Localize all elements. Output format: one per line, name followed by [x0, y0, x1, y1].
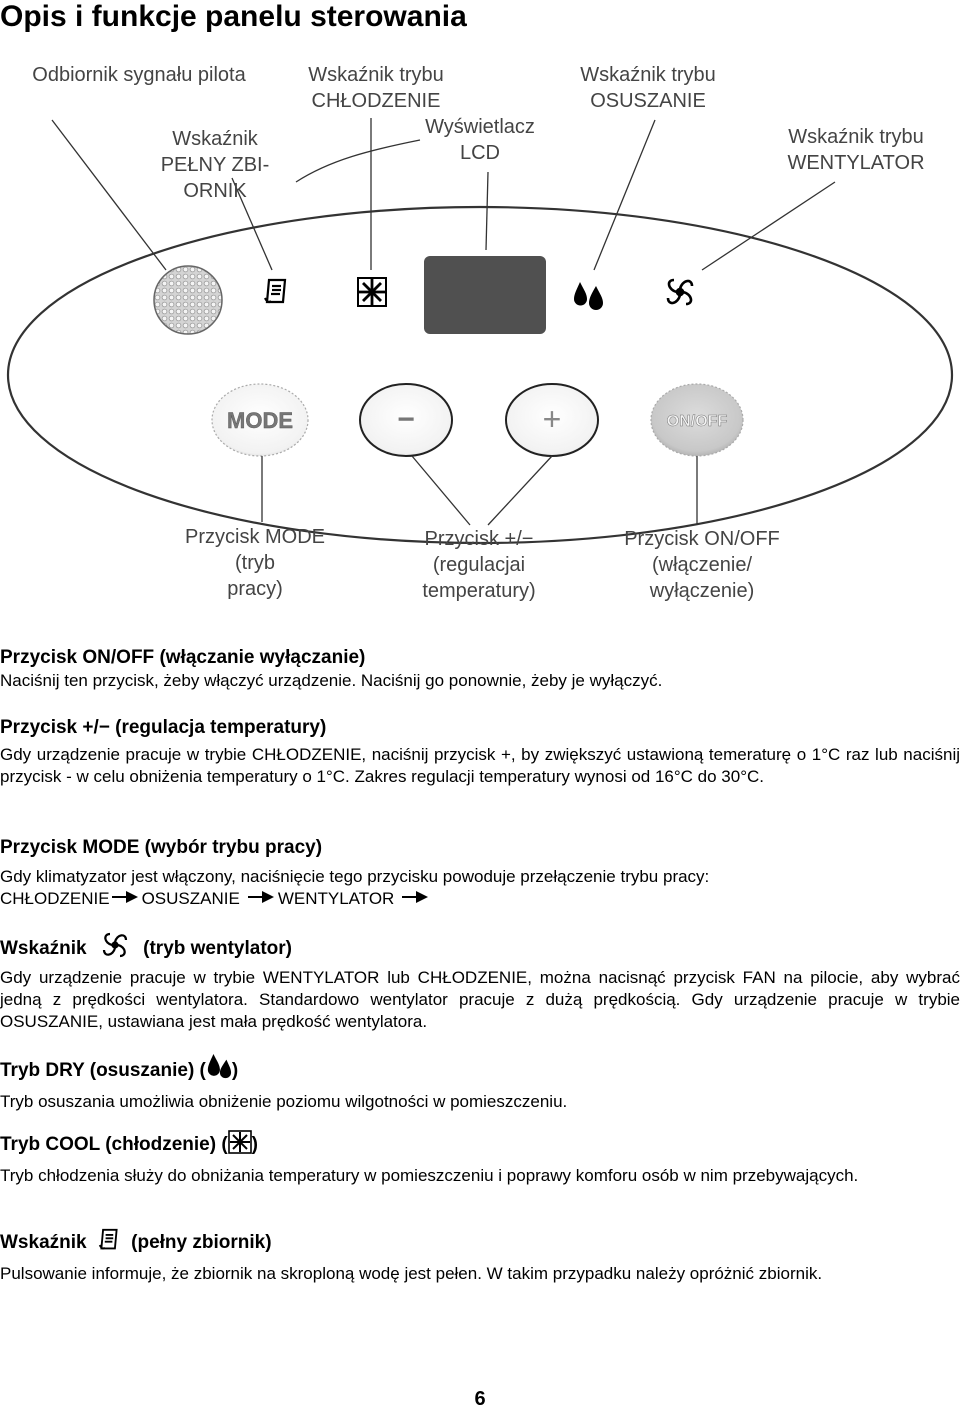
section-temp-heading: Przycisk +/− (regulacja temperatury) [0, 717, 327, 738]
section-onoff-heading: Przycisk ON/OFF (włączanie wyłączanie) [0, 647, 366, 668]
section-fan: Wskaźnik (tryb wentylator) Gdy urządzeni… [0, 932, 960, 1033]
section-mode-heading: Przycisk MODE (wybór trybu pracy) [0, 837, 323, 858]
lcd-display [424, 256, 546, 334]
label-mode-button: Przycisk MODE (tryb pracy) [185, 526, 325, 600]
snowflake-icon [227, 1130, 252, 1154]
label-remote-receiver: Odbiornik sygnału pilota [32, 64, 246, 86]
label-lcd: Wyświetlacz LCD [425, 116, 535, 164]
section-onoff: Przycisk ON/OFF (włączanie wyłączanie) N… [0, 646, 960, 692]
section-cool-heading: Tryb COOL (chłodzenie) () [0, 1130, 960, 1157]
drops-icon [574, 282, 603, 310]
label-temp-buttons: Przycisk +/− (regulacjai temperatury) [422, 528, 536, 602]
fan-icon [102, 932, 127, 958]
receiver-icon [153, 265, 223, 335]
mode-button[interactable] [211, 383, 309, 457]
arrow-right-icon [111, 891, 138, 903]
section-fan-heading: Wskaźnik (tryb wentylator) [0, 932, 960, 961]
plus-button-label: + [543, 401, 562, 437]
page-number: 6 [474, 1388, 486, 1410]
section-tank-body: Pulsowanie informuje, że zbiornik na skr… [0, 1264, 823, 1283]
drops-icon [207, 1054, 231, 1079]
full-tank-icon [264, 278, 287, 304]
fan-icon [666, 278, 694, 306]
snowflake-icon [357, 277, 387, 307]
flow-dry: OSUSZANIE [141, 889, 240, 908]
arrow-right-icon [402, 891, 429, 903]
label-cool-mode: Wskaźnik trybu CHŁODZENIE [308, 64, 444, 112]
section-tank: Wskaźnik (pełny zbiornik) Pulsowanie inf… [0, 1228, 960, 1285]
label-dry-mode: Wskaźnik trybu OSUSZANIE [580, 64, 716, 112]
panel-outline [6, 205, 954, 545]
full-tank-icon [98, 1228, 118, 1250]
mode-button-label: MODE [227, 408, 293, 433]
section-temp-body: Gdy urządzenie pracuje w trybie CHŁODZEN… [0, 745, 960, 786]
onoff-button-label: ON/OFF [667, 413, 728, 430]
label-fan-mode: Wskaźnik trybu WENTYLATOR [787, 126, 925, 174]
section-cool: Tryb COOL (chłodzenie) () Tryb chłodzeni… [0, 1130, 960, 1187]
page-title: Opis i funkcje panelu sterowania [0, 0, 467, 33]
mode-flow: CHŁODZENIE OSUSZANIE WENTYLATOR [0, 888, 960, 910]
label-full-tank: Wskaźnik PEŁNY ZBI- ORNIK [160, 128, 270, 202]
label-onoff-button: Przycisk ON/OFF (włączenie/ wyłączenie) [624, 528, 780, 602]
arrow-right-icon [247, 891, 274, 903]
section-dry-heading: Tryb DRY (osuszanie) () [0, 1054, 960, 1083]
section-onoff-body: Naciśnij ten przycisk, żeby włączyć urzą… [0, 671, 663, 690]
section-mode: Przycisk MODE (wybór trybu pracy) Gdy kl… [0, 836, 960, 910]
minus-button[interactable] [359, 383, 453, 457]
section-dry: Tryb DRY (osuszanie) () Tryb osuszania u… [0, 1054, 960, 1113]
section-dry-body: Tryb osuszania umożliwia obniżenie pozio… [0, 1092, 568, 1111]
section-fan-body: Gdy urządzenie pracuje w trybie WENTYLAT… [0, 968, 960, 1031]
section-mode-body: Gdy klimatyzator jest włączony, naciśnię… [0, 867, 710, 886]
section-tank-heading: Wskaźnik (pełny zbiornik) [0, 1228, 960, 1255]
flow-fan: WENTYLATOR [277, 889, 395, 908]
control-panel-diagram: MODE − + ON/OFF [6, 118, 954, 545]
section-temp: Przycisk +/− (regulacja temperatury) Gdy… [0, 716, 960, 788]
section-cool-body: Tryb chłodzenia służy do obniżania tempe… [0, 1166, 859, 1185]
minus-button-label: − [397, 403, 415, 436]
flow-cool: CHŁODZENIE [0, 889, 110, 908]
